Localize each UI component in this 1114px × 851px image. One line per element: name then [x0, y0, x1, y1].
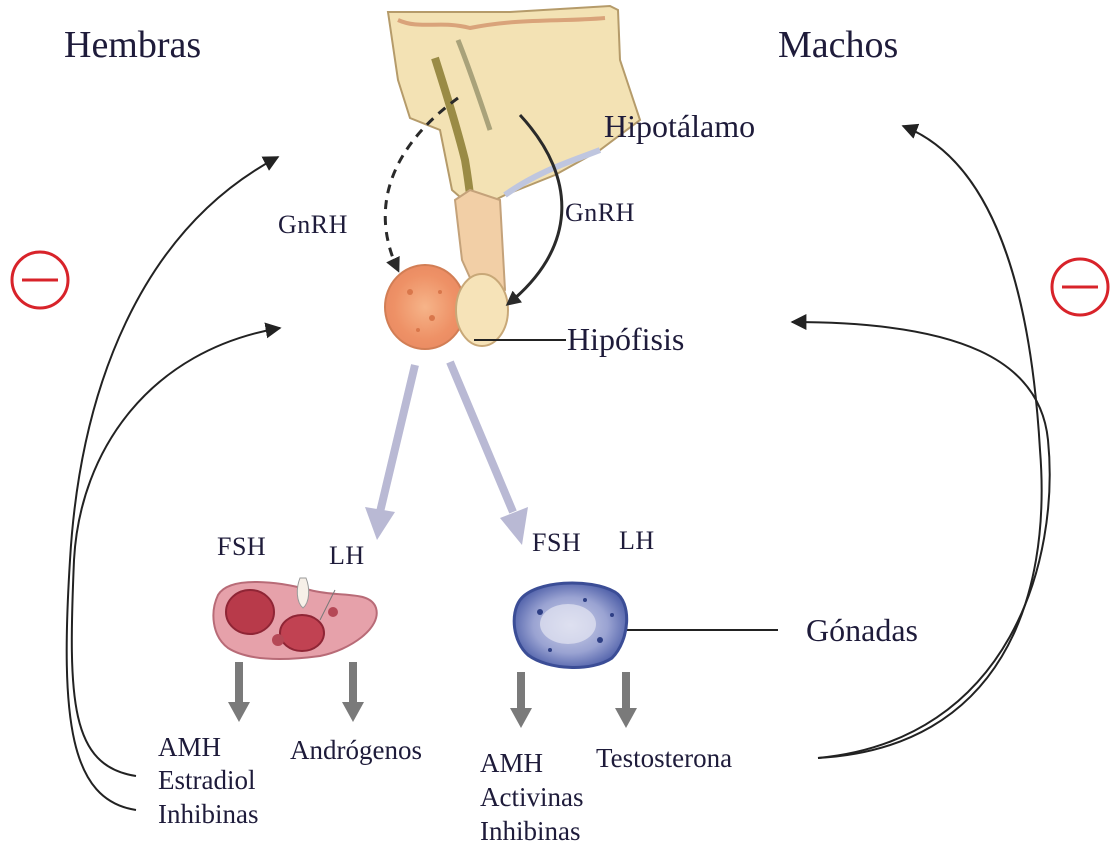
gonads-label: Gónadas — [806, 612, 918, 649]
secretion-arrow-female-fsh — [228, 662, 250, 722]
gnrh-label-right: GnRH — [565, 198, 635, 228]
female-feedback-to-hypothalamus — [67, 157, 278, 810]
female-product-androgens: Andrógenos — [290, 733, 422, 767]
negative-feedback-sign-female — [12, 252, 68, 308]
female-fsh-label: FSH — [217, 532, 266, 562]
testis-illustration — [514, 583, 627, 667]
female-heading: Hembras — [64, 23, 201, 67]
male-feedback-to-pituitary — [792, 322, 1050, 758]
gnrh-label-left: GnRH — [278, 210, 348, 240]
negative-feedback-sign-male — [1052, 259, 1108, 315]
male-lh-label: LH — [619, 526, 655, 556]
female-product-estradiol: Estradiol — [158, 763, 255, 797]
male-heading: Machos — [778, 23, 898, 67]
male-product-inhibins: Inhibinas — [480, 814, 581, 848]
secretion-arrow-female-lh — [342, 662, 364, 722]
pathway-arrow-female — [365, 365, 415, 540]
male-product-amh: AMH — [480, 746, 543, 780]
secretion-arrow-male-lh — [615, 672, 637, 728]
male-fsh-label: FSH — [532, 528, 581, 558]
male-feedback-to-hypothalamus — [818, 126, 1042, 758]
secretion-arrow-male-fsh — [510, 672, 532, 728]
male-product-activins: Activinas — [480, 780, 583, 814]
pathway-arrow-male — [450, 362, 528, 545]
hypothalamus-illustration — [388, 6, 640, 300]
pituitary-label: Hipófisis — [567, 321, 684, 358]
female-lh-label: LH — [329, 541, 365, 571]
ovary-illustration — [213, 578, 376, 659]
male-product-testosterone: Testosterona — [596, 741, 732, 775]
pituitary-illustration — [385, 265, 508, 349]
hypothalamus-label: Hipotálamo — [604, 108, 755, 145]
female-product-amh: AMH — [158, 730, 221, 764]
female-product-inhibins: Inhibinas — [158, 797, 259, 831]
